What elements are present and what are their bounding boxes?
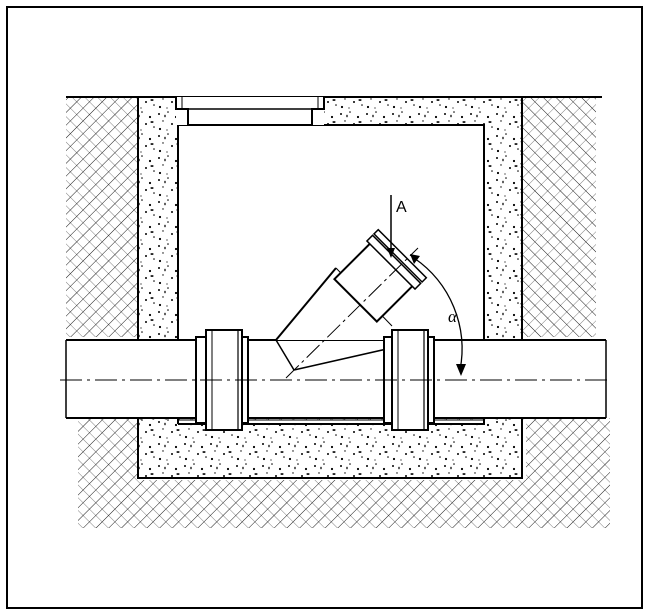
load-label: A [396, 199, 407, 216]
branch-pipe [275, 228, 428, 371]
manhole-cover-frame [175, 97, 325, 126]
main-pipe [65, 339, 607, 419]
angle-dimension [410, 254, 466, 376]
angle-label: α [448, 307, 458, 326]
branch-axis-line [285, 247, 419, 379]
load-arrow [387, 195, 395, 258]
